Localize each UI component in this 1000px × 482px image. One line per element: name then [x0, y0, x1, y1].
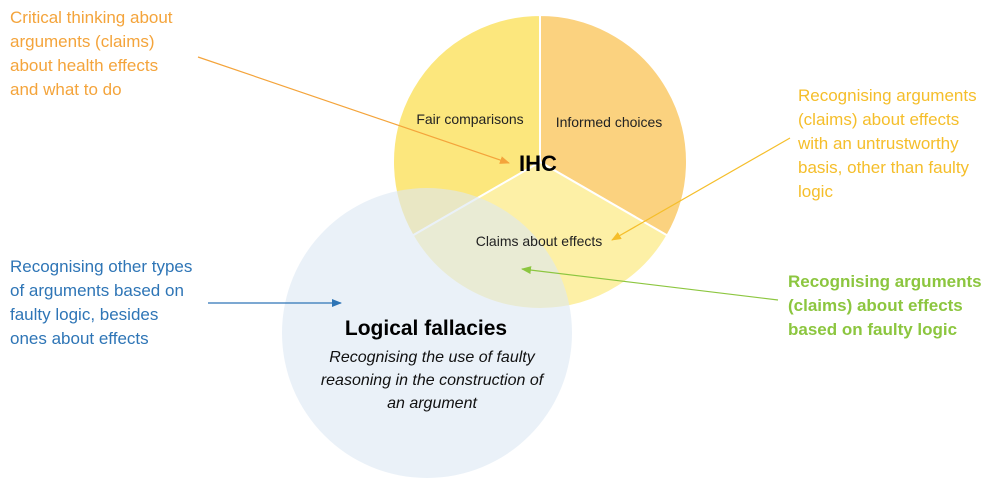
- annotation-line: Recognising arguments: [798, 86, 977, 105]
- logical-fallacies-description-line-2: reasoning in the construction of: [321, 372, 545, 389]
- logical-fallacies-description-line-3: an argument: [387, 395, 477, 412]
- informed-choices-label: Informed choices: [556, 114, 663, 130]
- annotation-other-types: Recognising other types of arguments bas…: [10, 255, 192, 351]
- annotation-line: faulty logic, besides: [10, 305, 159, 324]
- annotation-line: of arguments based on: [10, 281, 184, 300]
- arrow-faulty-logic-to-overlap: [521, 266, 779, 301]
- annotation-line: (claims) about effects: [798, 110, 960, 129]
- logical-fallacies-title: Logical fallacies: [345, 317, 507, 340]
- annotation-faulty-logic: Recognising arguments (claims) about eff…: [788, 270, 982, 342]
- arrow-untrustworthy-to-claims: [611, 137, 791, 241]
- annotation-line: logic: [798, 182, 833, 201]
- annotation-line: Recognising other types: [10, 257, 193, 276]
- ihc-title: IHC: [519, 151, 557, 176]
- logical-fallacies-description-line-1: Recognising the use of faulty: [329, 349, 535, 366]
- annotation-line: about health effects: [10, 56, 159, 75]
- annotation-line: based on faulty logic: [788, 320, 958, 339]
- arrow-critical-to-ihc: [197, 56, 510, 164]
- annotation-line: basis, other than faulty: [798, 158, 970, 177]
- claims-about-effects-label: Claims about effects: [476, 233, 603, 249]
- annotation-line: ones about effects: [10, 329, 149, 348]
- annotation-line: and what to do: [10, 80, 122, 99]
- annotation-line: arguments (claims): [10, 32, 155, 51]
- annotation-line: Critical thinking about: [10, 8, 173, 27]
- annotation-line: Recognising arguments: [788, 272, 982, 291]
- fair-comparisons-label: Fair comparisons: [416, 111, 523, 127]
- annotation-line: (claims) about effects: [788, 296, 963, 315]
- annotation-line: with an untrustworthy: [798, 134, 959, 153]
- logical-fallacies-circle: [282, 188, 572, 478]
- annotation-untrustworthy-basis: Recognising arguments (claims) about eff…: [798, 84, 977, 204]
- annotation-critical-thinking: Critical thinking about arguments (claim…: [10, 6, 173, 102]
